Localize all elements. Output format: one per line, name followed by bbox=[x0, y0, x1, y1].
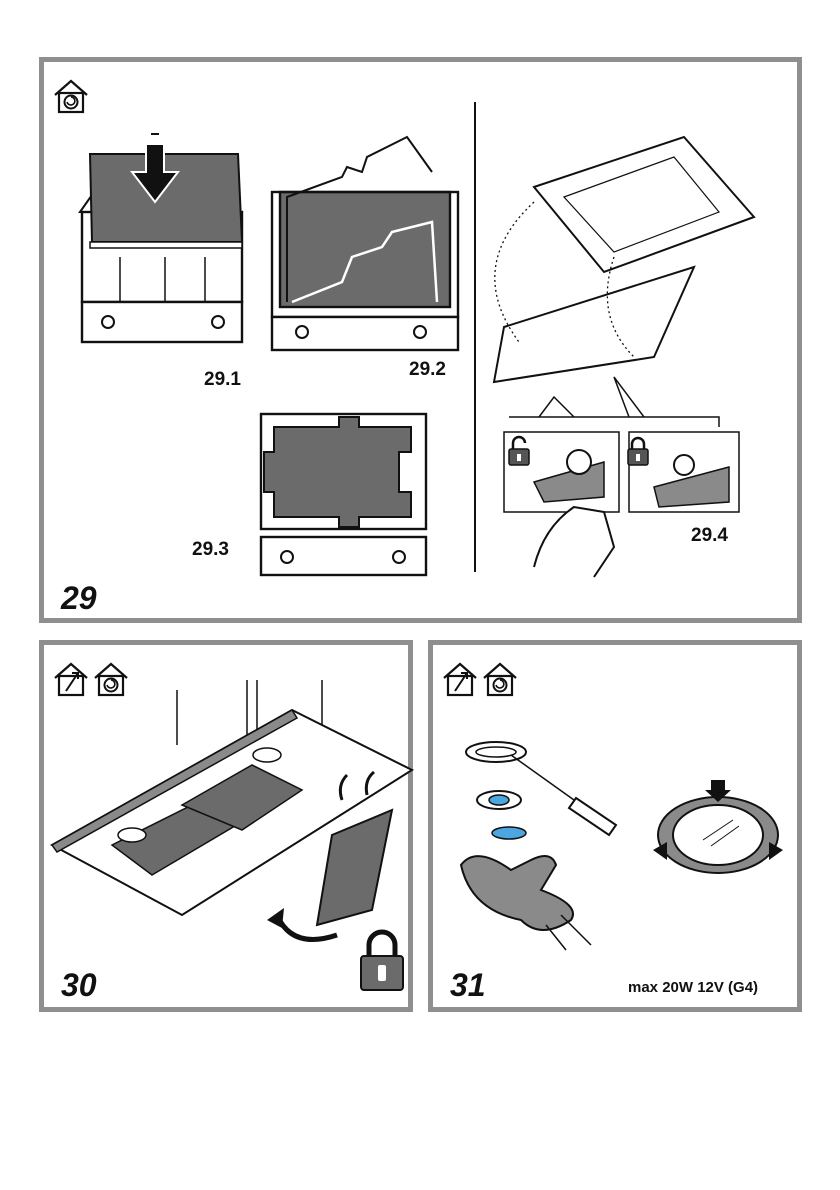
filter-mount-illustration bbox=[494, 127, 764, 577]
padlock-open-icon bbox=[508, 437, 530, 467]
figure-31-panel: 31 max 20W 12V (G4) bbox=[428, 640, 802, 1012]
filter-insert-illustration bbox=[80, 132, 250, 362]
step-label-29-4: 29.4 bbox=[691, 525, 728, 547]
figure-number: 30 bbox=[61, 967, 97, 1004]
step-label-29-3: 29.3 bbox=[192, 539, 229, 561]
recirculation-house-icon bbox=[52, 78, 90, 114]
step-label-29-1: 29.1 bbox=[204, 369, 241, 391]
lamp-cover-illustration bbox=[653, 780, 783, 880]
padlock-closed-icon bbox=[359, 930, 405, 992]
figure-number: 31 bbox=[450, 967, 486, 1004]
step-label-29-2: 29.2 bbox=[409, 359, 446, 381]
lamp-replacement-illustration bbox=[451, 740, 641, 950]
figure-number: 29 bbox=[61, 580, 97, 617]
lamp-spec-label: max 20W 12V (G4) bbox=[628, 979, 758, 996]
figure-29-panel: 29.1 29.2 29.3 bbox=[39, 57, 802, 623]
filter-wire-illustration bbox=[272, 132, 472, 357]
panel-divider bbox=[474, 102, 476, 572]
extraction-house-icon bbox=[441, 661, 479, 697]
hood-filter-removal-illustration bbox=[52, 680, 412, 990]
filter-fitted-illustration bbox=[259, 412, 439, 582]
recirculation-house-icon bbox=[481, 661, 519, 697]
figure-30-panel: 30 bbox=[39, 640, 413, 1012]
padlock-closed-icon bbox=[627, 437, 649, 467]
